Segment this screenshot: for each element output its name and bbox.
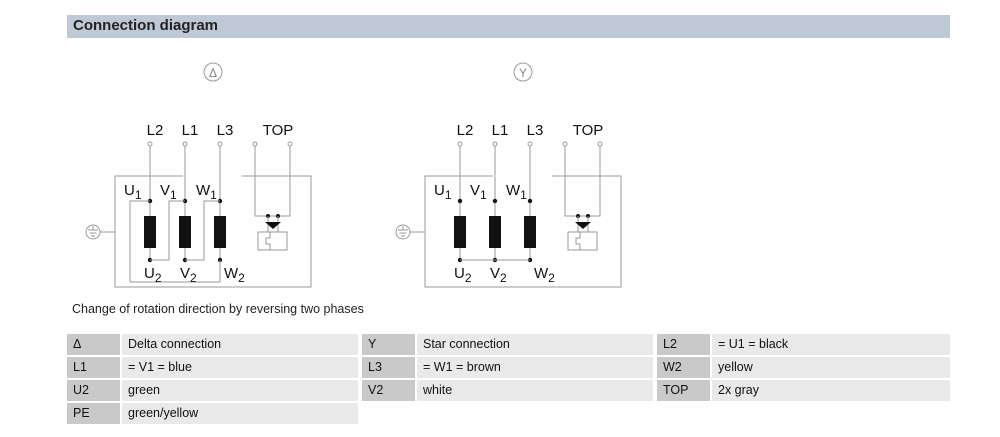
terminal-point [527,141,533,147]
winding-coil [179,216,191,248]
winding-label: U2 [454,265,472,285]
legend-key: Y [362,334,415,355]
legend-value: Star connection [417,334,653,355]
top-label: TOP [263,122,294,139]
terminal-label: L1 [182,122,199,139]
thermal-triangle-icon [265,222,281,229]
legend-key: L1 [67,357,120,378]
winding-label: W2 [534,265,555,285]
winding-label: V1 [470,182,487,202]
delta-link [129,200,221,283]
connection-symbol: Y [519,66,527,80]
winding-index: 2 [465,271,472,285]
winding-label: W1 [196,182,217,202]
housing-outline [114,175,312,288]
top-label: TOP [573,122,604,139]
terminal-label: L3 [217,122,234,139]
terminal-point [147,141,153,147]
terminal-point [597,141,603,147]
winding-index: 1 [480,188,487,202]
legend-value: yellow [712,357,950,378]
legend-key: L3 [362,357,415,378]
legend-key: U2 [67,380,120,401]
section-title: Connection diagram [73,17,219,34]
terminal-point [492,141,498,147]
thermal-protector-icon [257,231,288,251]
terminal-dot [527,198,533,204]
terminal-point [287,141,293,147]
legend-key: PE [67,403,120,424]
rotation-note: Change of rotation direction by reversin… [72,302,364,316]
top-wire [254,146,291,217]
terminal-label: L2 [457,122,474,139]
terminal-point [217,141,223,147]
section-header: Connection diagram [67,15,950,38]
thermal-protector-icon [567,231,598,251]
connection-symbol-circle [203,62,223,82]
winding-coil [144,216,156,248]
winding-coil [454,216,466,248]
winding-label: U1 [434,182,452,202]
earth-icon [395,224,411,240]
terminal-label: L1 [492,122,509,139]
winding-label: W2 [224,265,245,285]
top-wire [564,146,601,217]
thermal-protector-icon [575,232,581,250]
winding-label: V2 [490,265,507,285]
winding-index: 1 [135,188,142,202]
winding-label: U1 [124,182,142,202]
housing-outline [424,175,622,288]
thermal-triangle-icon [575,222,591,229]
legend-value: = U1 = black [712,334,950,355]
winding-index: 2 [238,271,245,285]
winding-label: V1 [160,182,177,202]
winding-index: 1 [210,188,217,202]
legend-key: L2 [657,334,710,355]
winding-index: 2 [500,271,507,285]
winding-index: 2 [190,271,197,285]
legend-value: Delta connection [122,334,358,355]
winding-index: 1 [445,188,452,202]
terminal-point [182,141,188,147]
terminal-point [457,141,463,147]
winding-coil [489,216,501,248]
winding-coil [214,216,226,248]
winding-index: 2 [155,271,162,285]
delta-link [150,200,185,261]
legend-value: = W1 = brown [417,357,653,378]
winding-index: 1 [520,188,527,202]
terminal-dot [457,198,463,204]
earth-icon [85,224,101,240]
legend-value: 2x gray [712,380,950,401]
legend-value: green [122,380,358,401]
winding-index: 1 [170,188,177,202]
legend-value: green/yellow [122,403,358,424]
winding-label: W1 [506,182,527,202]
legend-key: V2 [362,380,415,401]
connection-symbol-circle [513,62,533,82]
terminal-label: L2 [147,122,164,139]
terminal-point [562,141,568,147]
terminal-label: L3 [527,122,544,139]
legend-key: W2 [657,357,710,378]
delta-link [185,200,220,261]
legend-key: TOP [657,380,710,401]
legend-key: Δ [67,334,120,355]
winding-index: 2 [548,271,555,285]
legend-value: white [417,380,653,401]
thermal-protector-icon [265,232,271,250]
legend-value: = V1 = blue [122,357,358,378]
terminal-dot [492,198,498,204]
connection-symbol: Δ [209,66,217,80]
terminal-point [252,141,258,147]
winding-coil [524,216,536,248]
